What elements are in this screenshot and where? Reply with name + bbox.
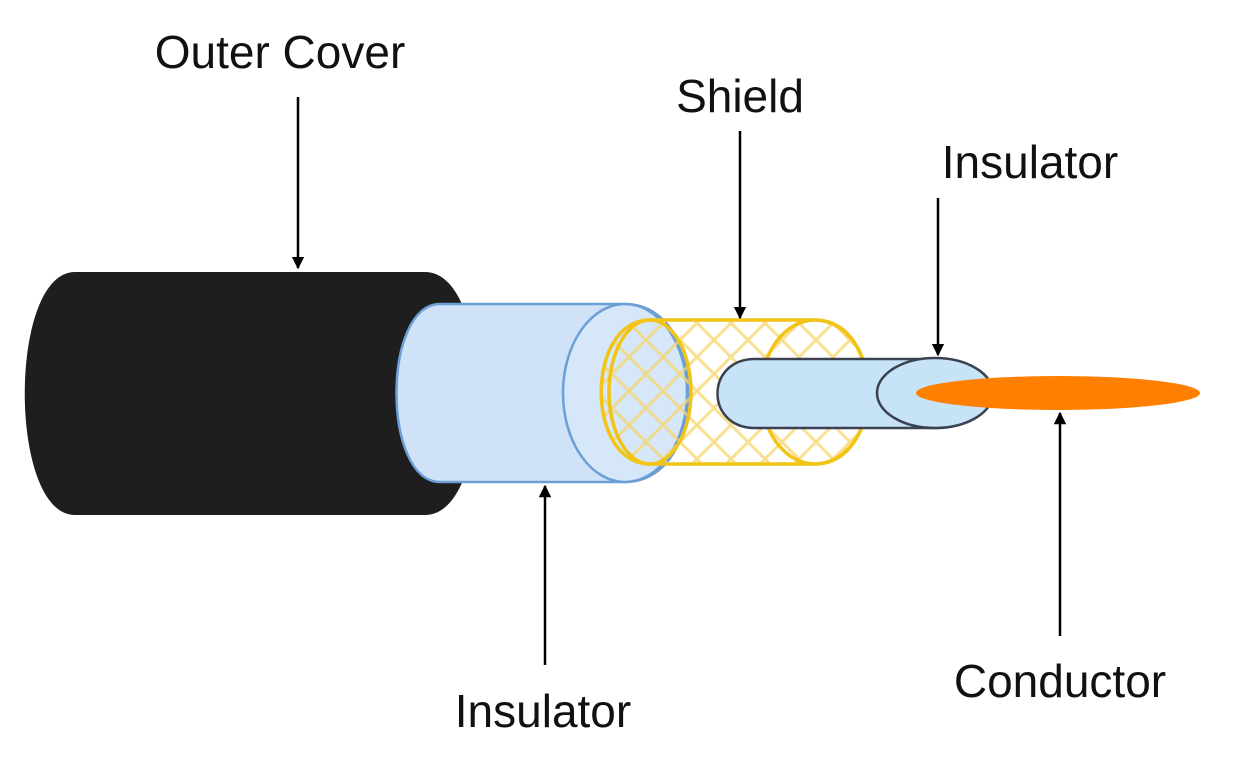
outer-cover-label: Outer Cover <box>155 26 406 78</box>
shield-back-rim <box>607 318 693 466</box>
outer-cover <box>24 272 478 515</box>
conductor <box>916 376 1200 410</box>
outer-insulator-label: Insulator <box>455 685 631 737</box>
shield-label: Shield <box>676 70 804 122</box>
conductor-label: Conductor <box>954 655 1166 707</box>
inner-insulator-label: Insulator <box>942 136 1118 188</box>
